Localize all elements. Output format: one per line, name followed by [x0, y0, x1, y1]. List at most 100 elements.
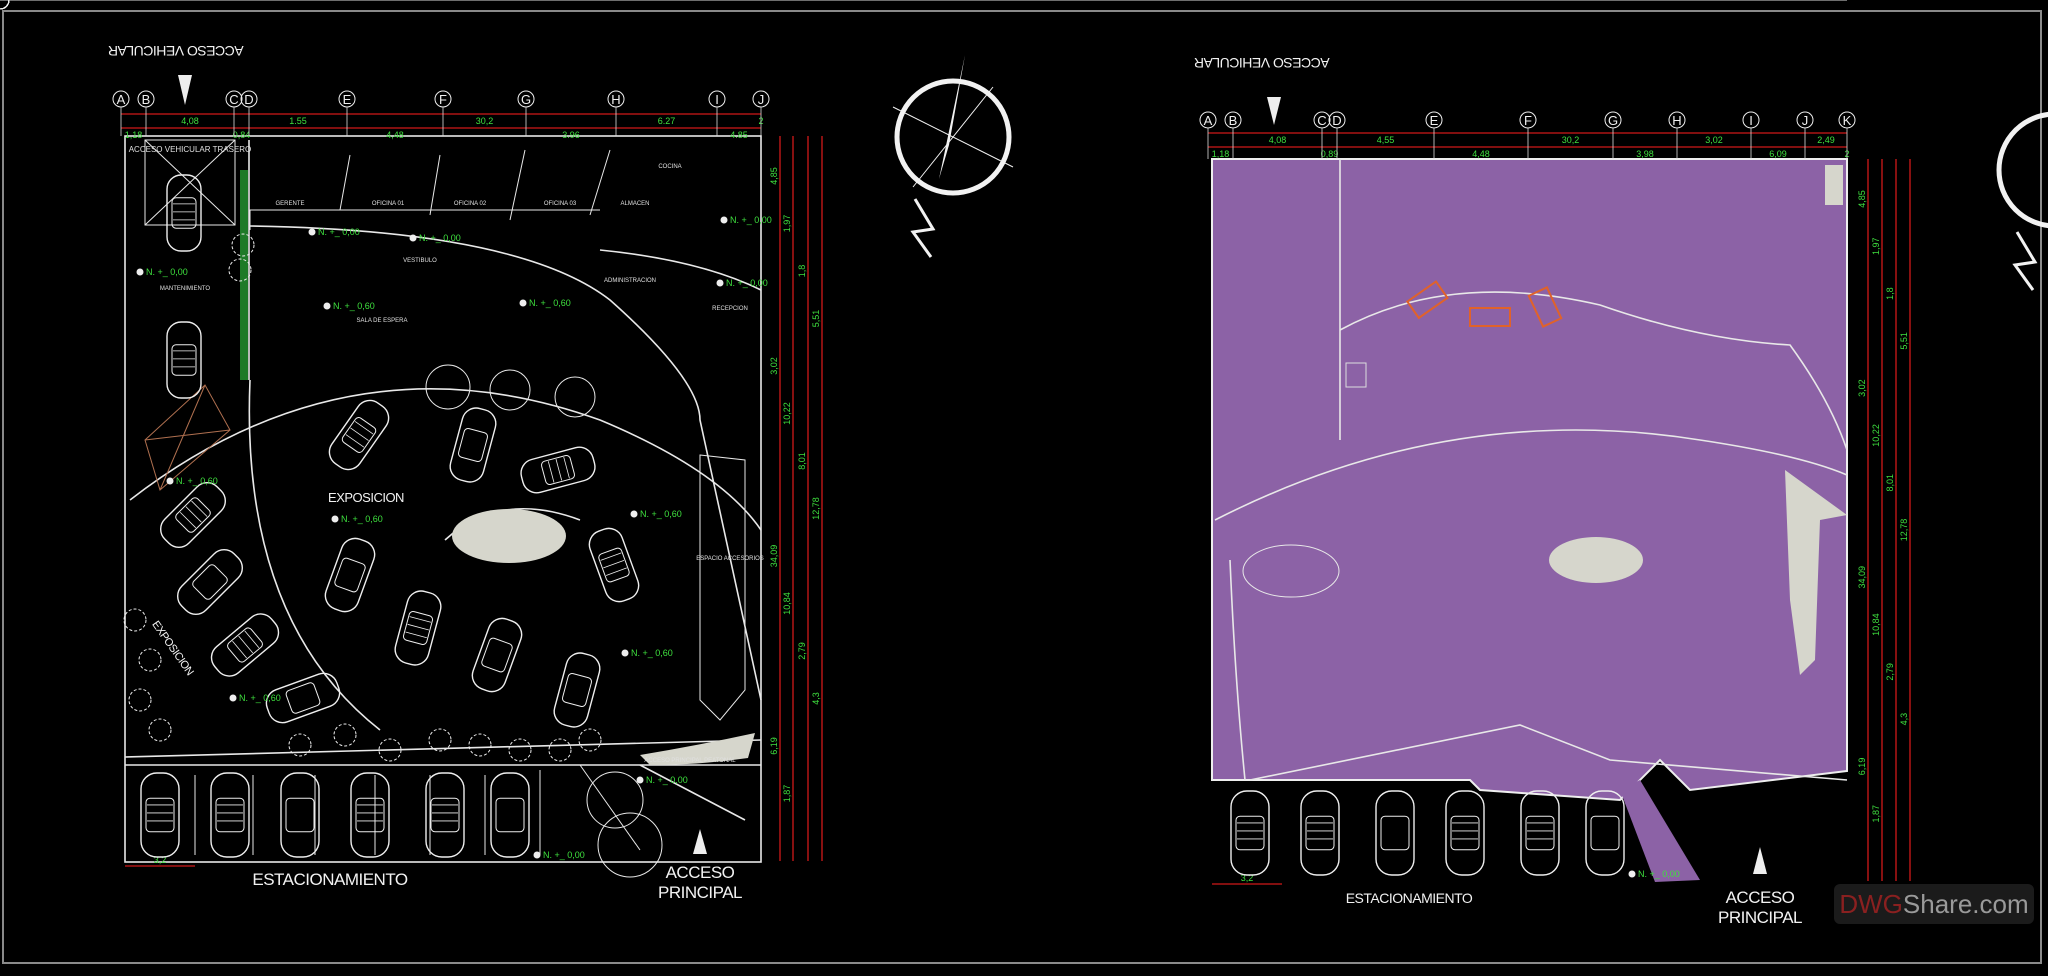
car-body — [210, 613, 280, 677]
grid-number: 7 — [132, 0, 139, 3]
car-cabin — [175, 497, 211, 533]
car-icon — [1520, 790, 1560, 876]
room-label-kitchen: COCINA — [658, 164, 681, 170]
dimension-text: 1,97 — [1871, 238, 1881, 256]
dimension-text: 30,2 — [476, 116, 494, 126]
vehicle-access-label: ACCESO VEHICULAR — [108, 43, 244, 59]
car-seat — [350, 427, 369, 441]
car-body — [159, 481, 227, 549]
grid-number: 5 — [132, 0, 139, 3]
grid-number: 11 — [155, 0, 265, 3]
dimension-text: 8,01 — [1885, 474, 1895, 492]
level-text: N. +_ 0,60 — [333, 301, 375, 311]
level-marker-icon — [229, 694, 237, 702]
grid-number: 6 — [155, 0, 162, 3]
car-cabin — [285, 682, 321, 714]
car-cabin — [430, 797, 460, 833]
grid-letter: I — [1749, 113, 1753, 128]
car-cabin — [457, 427, 489, 463]
car-icon — [1230, 790, 1270, 876]
dimension-text: 4,08 — [181, 116, 199, 126]
car-icon — [449, 407, 497, 483]
car-body — [490, 772, 530, 858]
grid-letter: I — [715, 92, 719, 107]
drawing-frame — [2, 10, 2042, 964]
dimension-text: 4,48 — [1472, 149, 1490, 159]
grid-number: 4 — [132, 0, 139, 3]
car-cabin — [540, 454, 576, 486]
car-cabin — [171, 344, 197, 376]
car-seat — [600, 552, 622, 561]
car-icon — [588, 527, 640, 603]
car-seat — [354, 421, 374, 435]
level-text: N. +_ 0,60 — [529, 298, 571, 308]
car-body — [140, 772, 180, 858]
dimension-text: 10,22 — [1871, 424, 1881, 447]
car-cabin — [341, 417, 377, 453]
car-body — [588, 527, 640, 603]
level-text: N. +_ 0,60 — [239, 693, 281, 703]
dimension-text: 0,84 — [233, 130, 251, 140]
dimension-text: 3,02 — [1857, 379, 1867, 397]
grid-number: 8 — [132, 0, 139, 3]
car-icon — [265, 672, 341, 724]
tree-icon — [123, 608, 147, 632]
watermark-logo: DWGShare.com — [1834, 884, 2034, 924]
car-icon — [166, 174, 202, 252]
car-seat — [244, 630, 260, 648]
level-text: N. +_ 0,00 — [1638, 869, 1680, 879]
grid-letter: C — [1317, 113, 1326, 128]
car-cabin — [334, 557, 366, 593]
dimension-text: 12,78 — [1899, 519, 1909, 542]
dimension-text: 10,22 — [782, 402, 792, 425]
dimension-text: 1,18 — [125, 130, 143, 140]
room-label-pedestrian-access: ACCESO PRINCIPAL PEATONAL — [644, 758, 736, 764]
car-body — [166, 174, 202, 252]
car-seat — [345, 434, 365, 448]
car-cabin — [1380, 815, 1410, 851]
dimension-text: 3,2 — [1241, 873, 1254, 883]
car-cabin — [1525, 815, 1555, 851]
car-cabin — [561, 672, 593, 708]
parking-dividers — [194, 770, 541, 855]
building-outline — [124, 135, 762, 878]
dimension-text: 4,85 — [1857, 190, 1867, 208]
dimension-text: 4,48 — [386, 130, 404, 140]
grid-letter: K — [1843, 113, 1852, 128]
dimension-text: 34,09 — [1857, 566, 1867, 589]
room-label-office2: OFICINA 02 — [454, 201, 487, 207]
trees — [123, 233, 602, 762]
level-marker-icon — [630, 510, 638, 518]
grid-letter: C — [229, 92, 238, 107]
level-marker-icon — [409, 234, 417, 242]
dimension-text: 12,78 — [811, 497, 821, 520]
grid-letter: J — [1802, 113, 1809, 128]
tree-icon — [378, 738, 402, 762]
grid-letter: G — [521, 92, 531, 107]
tree-icon — [231, 233, 255, 257]
grid-number: 12 — [155, 0, 265, 3]
level-text: N. +_ 0,00 — [646, 775, 688, 785]
tree-icon — [128, 688, 152, 712]
car-body — [425, 772, 465, 858]
car-icon — [520, 446, 596, 494]
dimension-text: 4,85 — [769, 167, 779, 185]
room-label-office1: OFICINA 01 — [372, 201, 405, 207]
car-icon — [324, 537, 376, 613]
car-seat — [185, 506, 202, 523]
dimension-text: 6.27 — [658, 116, 676, 126]
car-body — [1300, 790, 1340, 876]
dimension-lines: 1,184,080,841.554,4830,23.966.274.8524,8… — [121, 113, 823, 867]
car-cabin — [171, 197, 197, 229]
room-label-storage: ALMACEN — [620, 201, 649, 207]
room-label-office3: OFICINA 03 — [544, 201, 577, 207]
room-label-accessories: ESPACIO ACCESORIOS — [696, 556, 764, 562]
car-icon — [394, 590, 442, 666]
tree-icon — [548, 738, 572, 762]
access-arrow-icon — [693, 829, 707, 854]
car-cabin — [192, 564, 228, 600]
car-body — [265, 672, 341, 724]
